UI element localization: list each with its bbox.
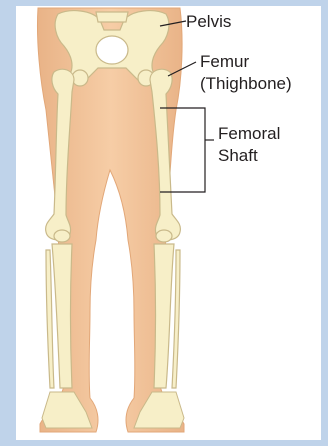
- lower-leg-bones: [46, 244, 180, 388]
- foot-bones: [42, 392, 184, 428]
- femoral-label: Femoral: [218, 124, 280, 144]
- pelvis-label: Pelvis: [186, 12, 231, 32]
- thighbone-label: (Thighbone): [200, 74, 292, 94]
- shaft-label: Shaft: [218, 146, 258, 166]
- femur-label: Femur: [200, 52, 249, 72]
